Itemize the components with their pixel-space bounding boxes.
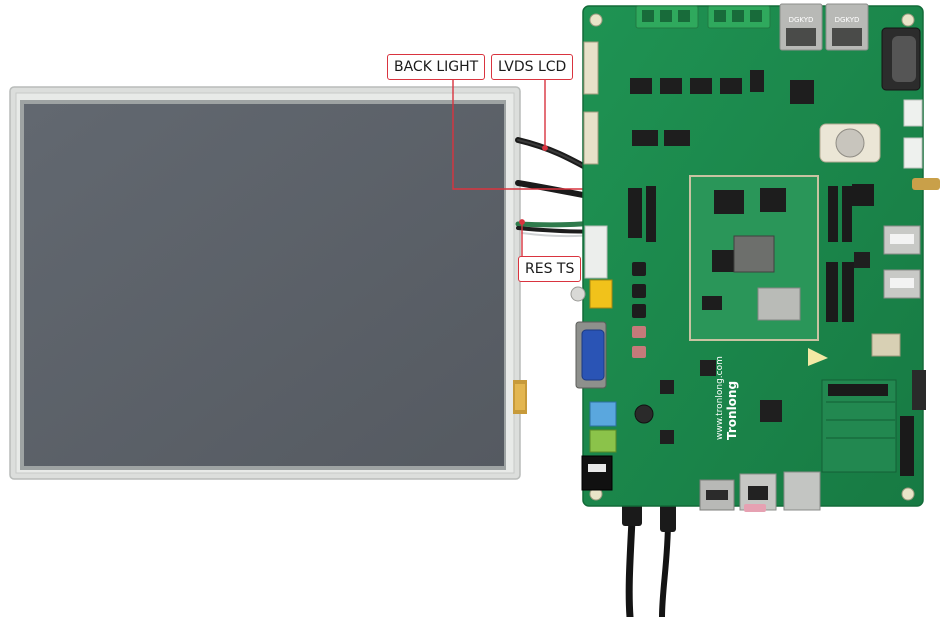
rj45-left-label: DGKYD xyxy=(789,16,814,24)
dev-board: DGKYD DGKYD xyxy=(570,3,940,512)
rj45-right-label: DGKYD xyxy=(835,16,860,24)
callout-back-light: BACK LIGHT xyxy=(387,54,486,80)
lcd-display xyxy=(9,86,527,480)
brand-name: Tronlong xyxy=(725,381,739,440)
lcd-screen xyxy=(24,104,504,466)
callout-res-ts: RES TS xyxy=(518,256,582,282)
callout-leaders xyxy=(452,78,605,256)
brand-url: www.tronlong.com xyxy=(715,356,725,440)
callout-lvds-lcd: LVDS LCD xyxy=(491,54,574,80)
